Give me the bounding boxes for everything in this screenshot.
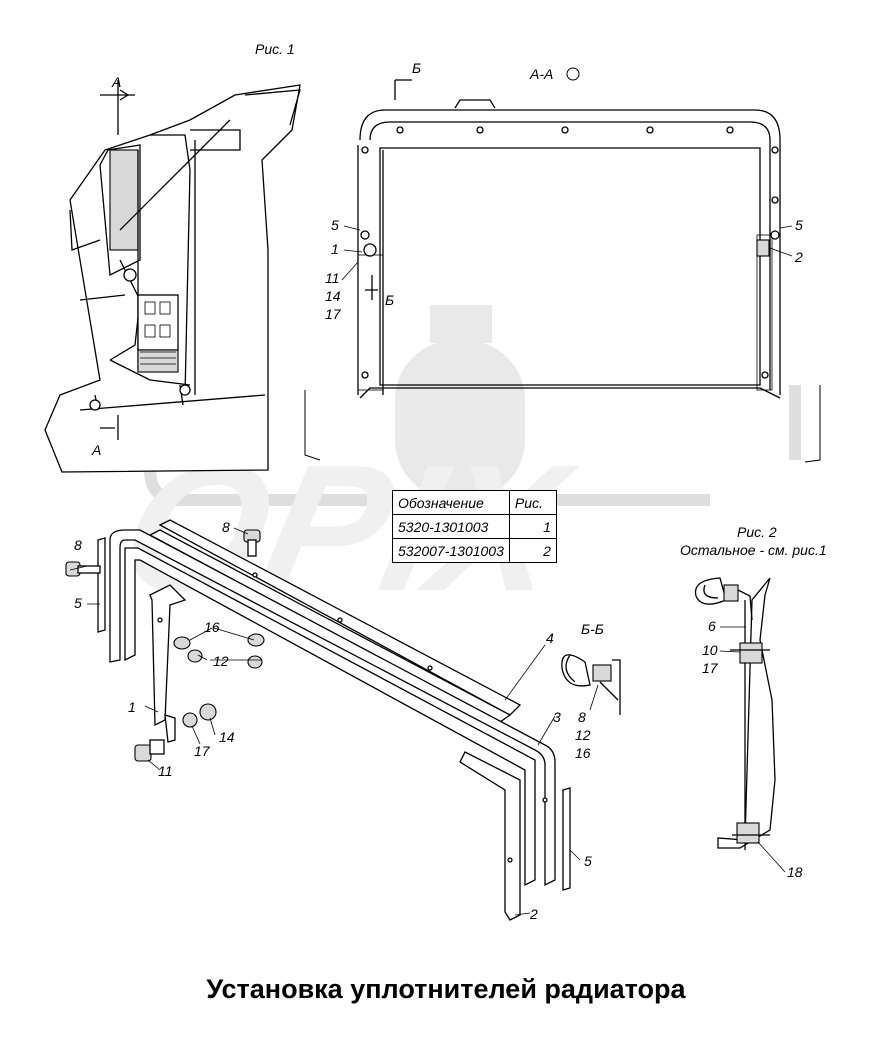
callout-1-bracket: 1 xyxy=(128,699,136,715)
fig-cell: 1 xyxy=(508,514,557,539)
col-designation: Обозначение xyxy=(392,490,510,515)
callout-17-fig2: 17 xyxy=(702,660,719,676)
callout-3: 3 xyxy=(553,709,561,725)
table-row: 5320-1301003 1 xyxy=(392,514,557,539)
callout-12: 12 xyxy=(213,653,229,669)
col-fig: Рис. xyxy=(508,490,557,515)
fig1-label: Рис. 1 xyxy=(255,41,295,57)
drawing-title: Установка уплотнителей радиатора xyxy=(206,974,686,1004)
callout-17-washer: 17 xyxy=(194,743,211,759)
spec-table-header: Обозначение Рис. xyxy=(392,490,557,515)
section-mark-b-top: Б xyxy=(412,60,421,76)
bolt-8-left xyxy=(65,561,101,577)
washer-16b xyxy=(247,633,265,647)
designation-cell: 5320-1301003 xyxy=(392,514,510,539)
callout-5-left: 5 xyxy=(331,217,339,233)
callout-14-nut: 14 xyxy=(219,729,235,745)
rotation-icon xyxy=(566,67,580,81)
nut-12a xyxy=(187,649,203,663)
bolt-11 xyxy=(134,739,165,762)
fig1-side-view xyxy=(44,80,301,473)
nut-12b xyxy=(247,655,263,669)
section-aa-label: А-А xyxy=(529,66,553,82)
callout-11: 11 xyxy=(325,270,340,286)
washer-17 xyxy=(182,712,198,728)
table-row: 532007-1301003 2 xyxy=(392,538,557,563)
section-aa-view xyxy=(304,79,821,463)
callout-18: 18 xyxy=(787,864,803,880)
designation-cell: 532007-1301003 xyxy=(392,538,510,563)
callout-2-bracket: 2 xyxy=(529,906,538,922)
callout-17: 17 xyxy=(325,306,342,322)
callout-4: 4 xyxy=(546,630,554,646)
callout-5-left-strip: 5 xyxy=(74,595,82,611)
callout-16-bb: 16 xyxy=(575,745,591,761)
section-bb-label: Б-Б xyxy=(581,621,604,637)
exploded-view xyxy=(65,519,571,921)
washer-16a xyxy=(173,636,191,650)
callout-8-bb: 8 xyxy=(578,709,586,725)
callout-10: 10 xyxy=(702,642,718,658)
callout-11-bolt: 11 xyxy=(158,763,173,779)
spec-table: Обозначение Рис. 5320-1301003 1 532007-1… xyxy=(392,490,557,563)
callout-16: 16 xyxy=(204,619,220,635)
section-mark-a-top: А xyxy=(111,74,121,90)
callout-14: 14 xyxy=(325,288,341,304)
section-mark-b-side: Б xyxy=(385,292,394,308)
fig2-view xyxy=(694,577,776,850)
bolt-8-top xyxy=(243,529,261,557)
callout-6: 6 xyxy=(708,618,716,634)
callout-12-bb: 12 xyxy=(575,727,591,743)
section-mark-a-bottom: А xyxy=(91,442,101,458)
fig2-note: Остальное - см. рис.1 xyxy=(680,542,827,558)
callout-1: 1 xyxy=(331,241,339,257)
fig2-label: Рис. 2 xyxy=(737,524,777,540)
callout-8-top: 8 xyxy=(222,519,230,535)
callout-5-right-strip: 5 xyxy=(584,853,592,869)
exploded-callouts: 8 5 8 16 12 1 14 17 11 4 3 5 2 xyxy=(69,519,592,922)
nut-14 xyxy=(199,703,217,721)
callout-8-left: 8 xyxy=(74,537,82,553)
section-aa-callouts: 5 1 11 14 17 5 2 xyxy=(325,217,803,322)
fig-cell: 2 xyxy=(508,538,557,563)
callout-2: 2 xyxy=(794,249,803,265)
callout-5-right: 5 xyxy=(795,217,803,233)
section-bb-view xyxy=(561,654,621,715)
